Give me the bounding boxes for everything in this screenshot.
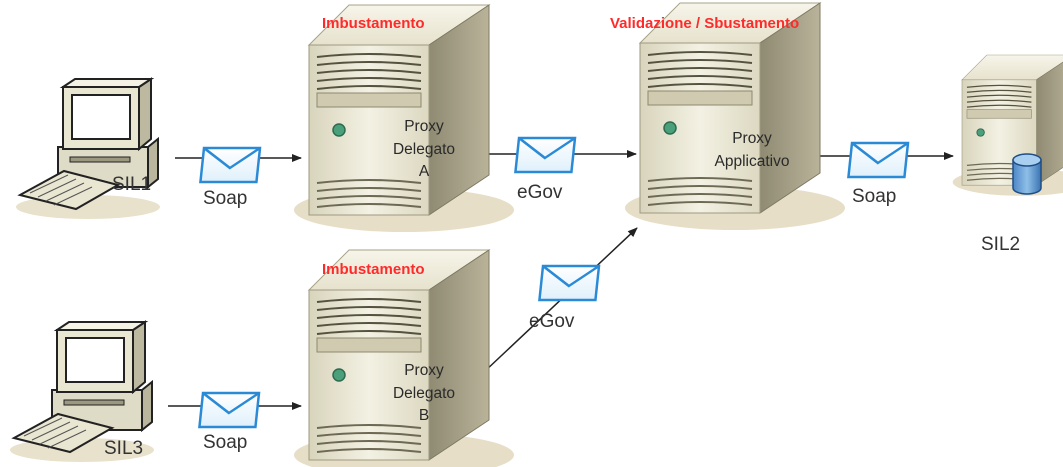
sil1-computer-icon	[15, 78, 161, 220]
message-label-proxy-b-to-applicativo: eGov	[529, 311, 575, 332]
proxy-delegato-a-line-1: Proxy	[404, 118, 444, 135]
envelope-icon	[199, 146, 262, 184]
envelope-icon	[847, 141, 910, 179]
proxy-delegato-b-line-3: B	[419, 407, 429, 424]
sil2-server-icon	[952, 54, 1063, 197]
sil2-label: SIL2	[981, 234, 1020, 255]
envelope-icon	[538, 264, 601, 302]
proxy-delegato-b-line-1: Proxy	[404, 362, 444, 379]
sil1-label: SIL1	[112, 174, 151, 195]
stage-label-imbustamento-a: Imbustamento	[322, 15, 425, 32]
proxy-applicativo-server-icon	[624, 2, 846, 231]
database-icon	[1012, 153, 1042, 195]
message-label-sil3-to-proxy-b: Soap	[203, 432, 247, 453]
proxy-delegato-b-line-2: Delegato	[393, 385, 455, 402]
stage-label-validazione-sbustamento: Validazione / Sbustamento	[610, 15, 799, 32]
envelope-icon	[514, 136, 577, 174]
proxy-delegato-a-line-3: A	[419, 163, 430, 180]
message-label-applicativo-to-sil2: Soap	[852, 186, 896, 207]
message-label-proxy-a-to-applicativo: eGov	[517, 182, 563, 203]
message-label-sil1-to-proxy-a: Soap	[203, 188, 247, 209]
envelope-icon	[198, 391, 261, 429]
proxy-applicativo-line-1: Proxy	[732, 130, 772, 147]
proxy-delegato-b-server-icon	[293, 249, 515, 467]
stage-label-imbustamento-b: Imbustamento	[322, 261, 425, 278]
sil3-label: SIL3	[104, 438, 143, 459]
proxy-delegato-a-line-2: Delegato	[393, 141, 455, 158]
proxy-applicativo-line-2: Applicativo	[715, 153, 790, 170]
